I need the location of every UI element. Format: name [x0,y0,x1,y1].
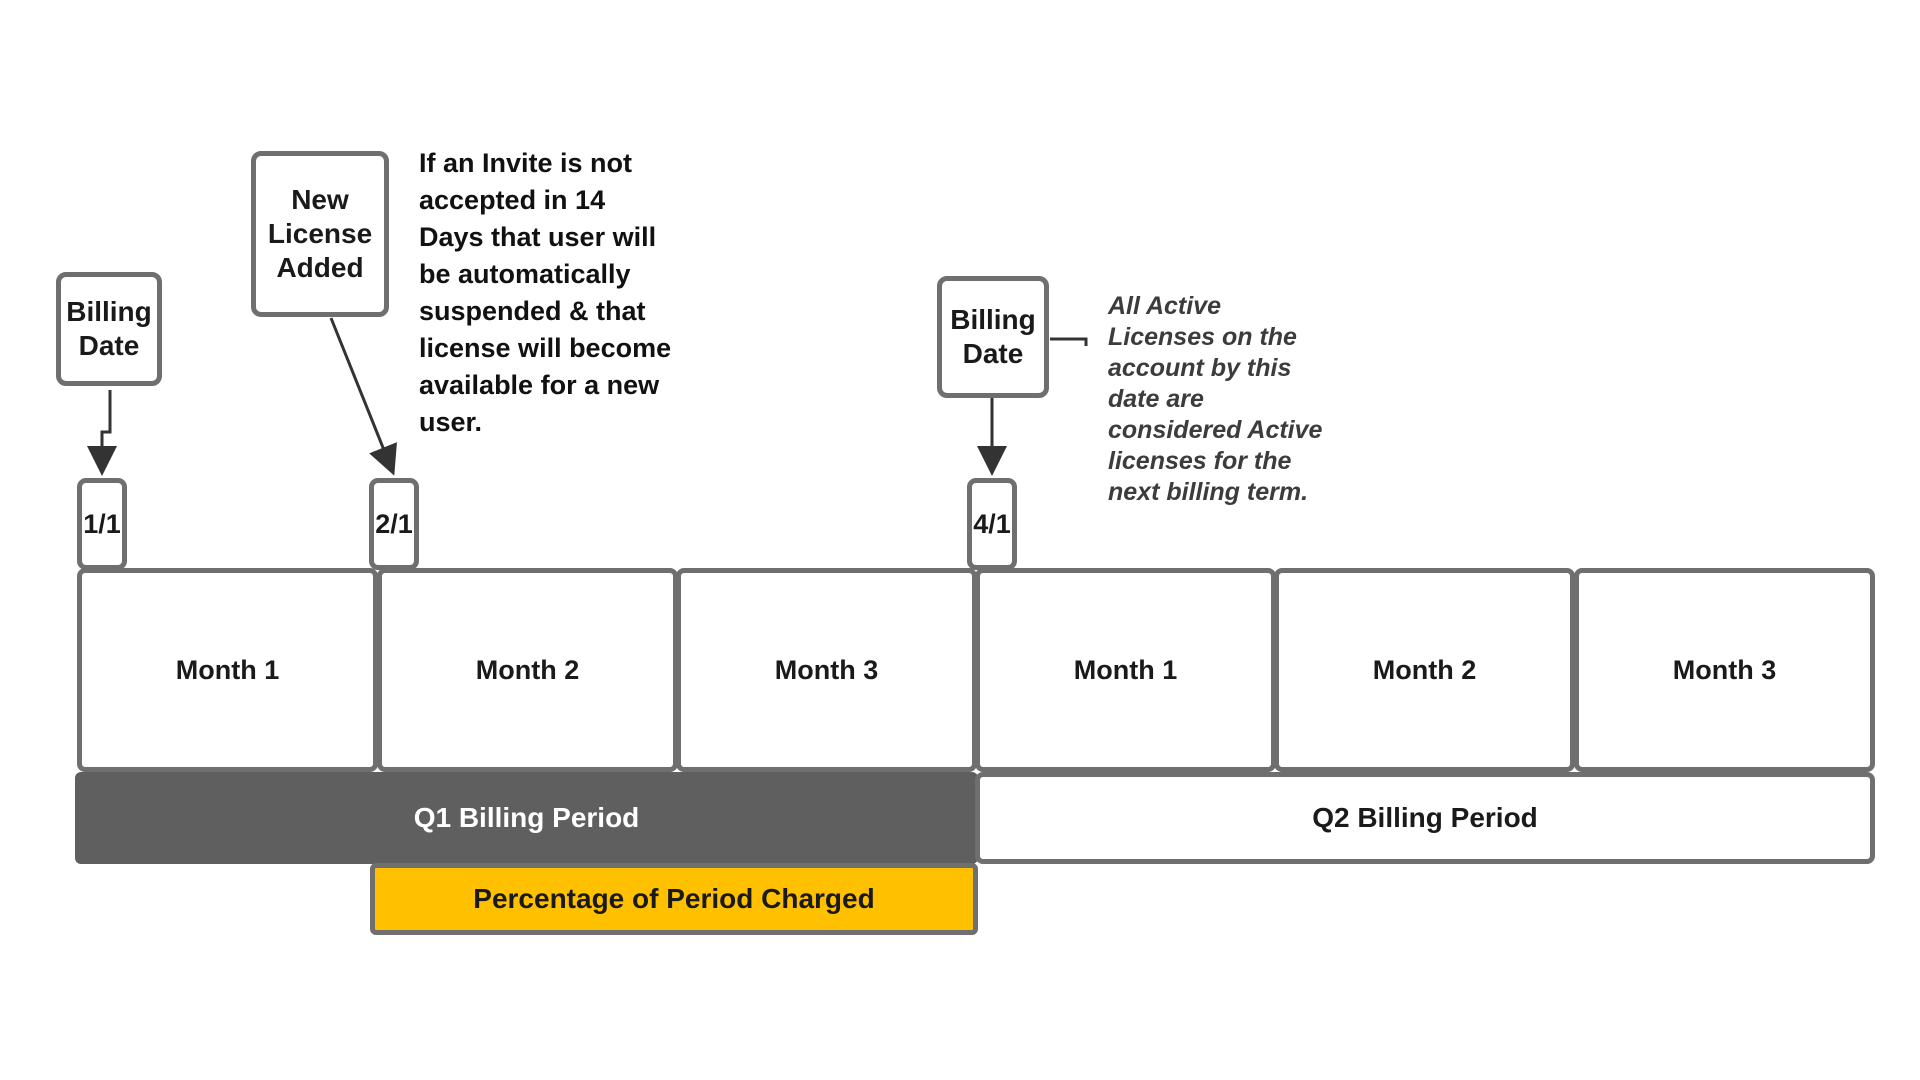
new-license-callout: New License Added [251,151,389,317]
bracket-active-note [1050,337,1088,346]
invite-expiry-note: If an Invite is not accepted in 14 Days … [419,148,672,437]
q2-billing-period-bar: Q2 Billing Period [975,772,1875,864]
date-tab-1-1: 1/1 [77,478,127,570]
month-cell-q1-3: Month 3 [676,568,977,772]
percentage-charged-bar: Percentage of Period Charged [370,863,978,935]
billing-date-callout-1: Billing Date [56,272,162,386]
date-tab-2-1: 2/1 [369,478,419,570]
q1-billing-period-bar: Q1 Billing Period [75,772,978,864]
month-cell-q2-1: Month 1 [975,568,1276,772]
month-cell-q1-1: Month 1 [77,568,378,772]
date-tab-4-1: 4/1 [967,478,1017,570]
billing-date-callout-2: Billing Date [937,276,1049,398]
month-cell-q2-3: Month 3 [1574,568,1875,772]
month-cell-q2-2: Month 2 [1274,568,1575,772]
q1-billing-period-label: Q1 Billing Period [413,802,640,833]
active-licenses-note: All Active Licenses on the account by th… [1108,292,1323,506]
arrow-new-license [329,317,397,476]
month-cell-q1-2: Month 2 [377,568,678,772]
arrow-billing-date-1 [87,390,117,476]
q2-billing-period-label: Q2 Billing Period [1312,802,1538,833]
percentage-charged-label: Percentage of Period Charged [473,883,875,914]
